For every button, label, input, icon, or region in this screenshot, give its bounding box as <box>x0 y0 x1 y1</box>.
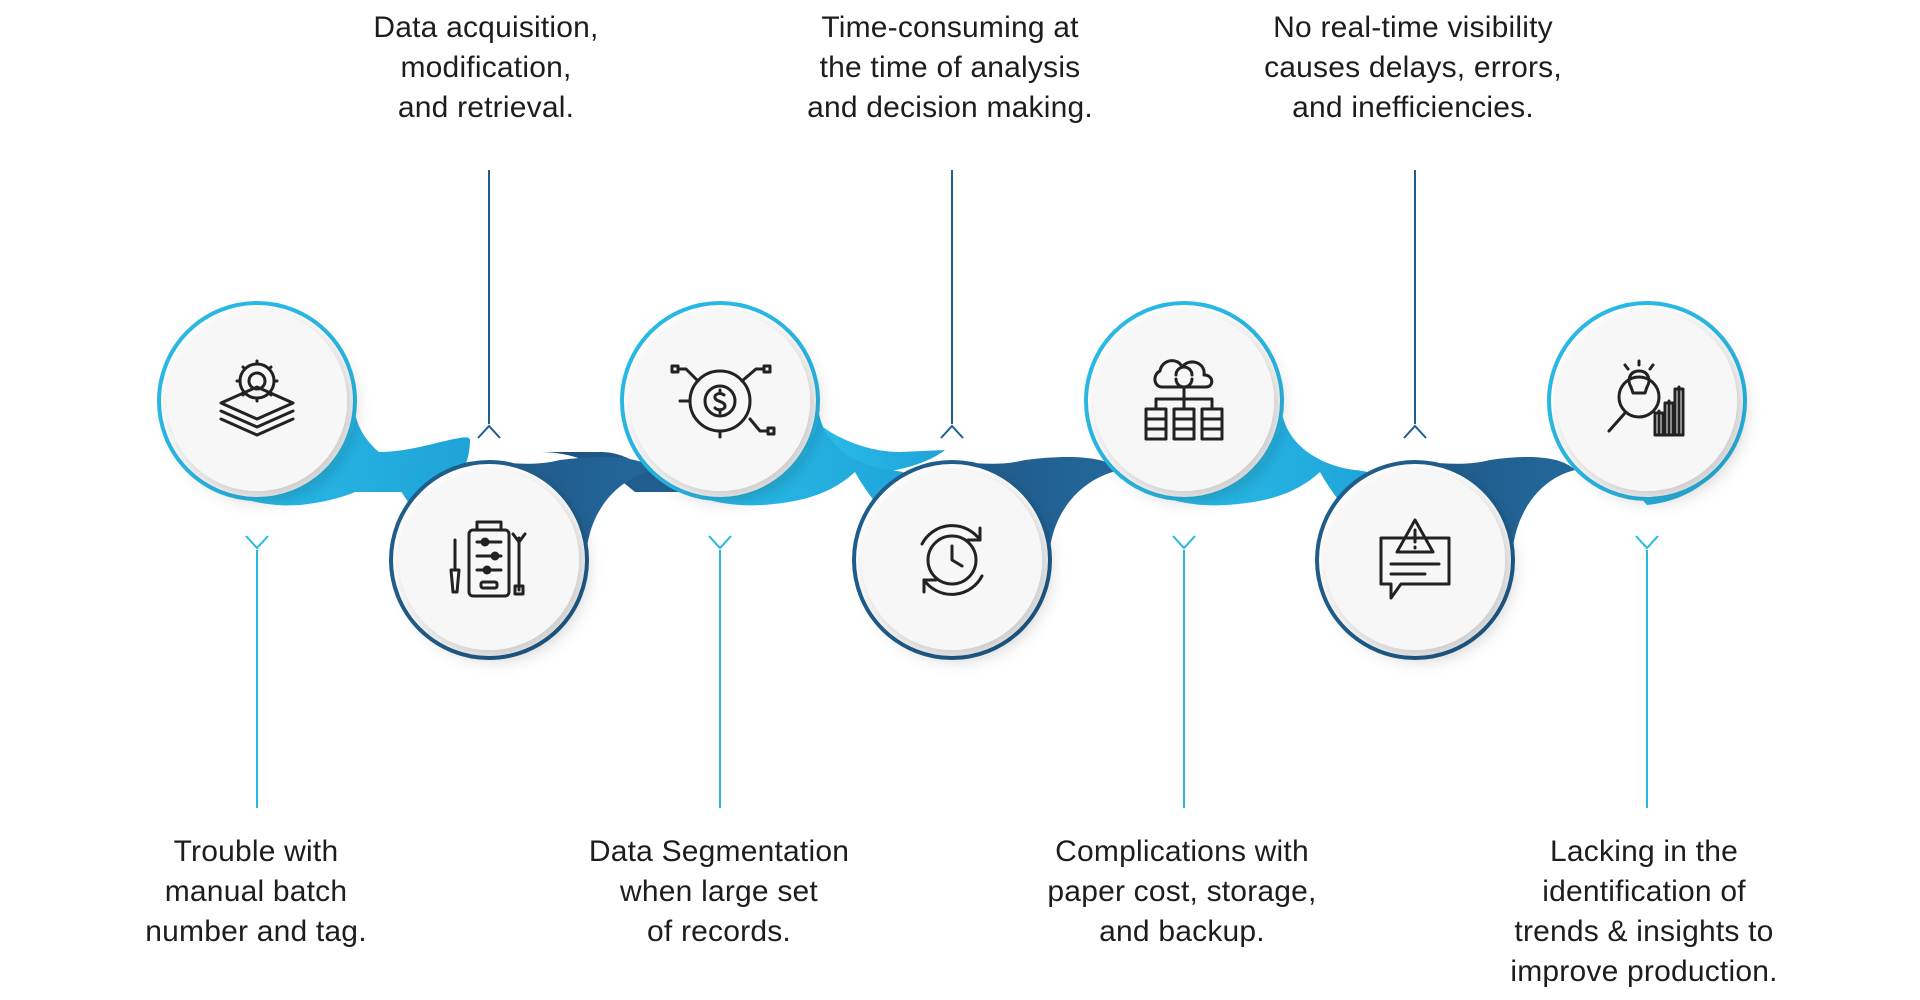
warning-message-icon <box>1379 518 1451 600</box>
connector-step-2 <box>477 170 501 439</box>
node-circle-2 <box>399 470 579 650</box>
connector-step-7 <box>1635 535 1659 808</box>
circles <box>157 301 1747 660</box>
step-4-text: Time-consuming at the time of analysis a… <box>807 11 1093 124</box>
node-circle-6 <box>1325 470 1505 650</box>
step-7-text: Lacking in the identification of trends … <box>1510 835 1778 988</box>
arc-dark-1 <box>392 457 655 562</box>
connector-step-6 <box>1403 170 1427 439</box>
step-1-text: Trouble with manual batch number and tag… <box>145 835 367 948</box>
layered-gear-icon <box>219 359 295 437</box>
step-5-text: Complications with paper cost, storage, … <box>1047 835 1317 948</box>
connectors <box>245 170 1659 808</box>
dollar-segmentation-icon <box>670 364 776 439</box>
connector-step-3 <box>708 535 732 808</box>
connector-step-5 <box>1172 535 1196 808</box>
step-3-text: Data Segmentation when large set of reco… <box>588 835 850 948</box>
connector-step-4 <box>940 170 964 439</box>
cloud-database-icon <box>1144 359 1224 441</box>
insight-analytics-icon <box>1607 359 1685 437</box>
step-6-text: No real-time visibility causes delays, e… <box>1264 11 1562 124</box>
connector-step-1 <box>245 535 269 808</box>
clock-refresh-icon <box>920 524 984 596</box>
arc-dark-2 <box>855 457 1120 562</box>
node-circle-7 <box>1557 311 1737 491</box>
control-panel-tools-icon <box>449 520 527 598</box>
step-2-text: Data acquisition, modification, and retr… <box>373 11 599 124</box>
